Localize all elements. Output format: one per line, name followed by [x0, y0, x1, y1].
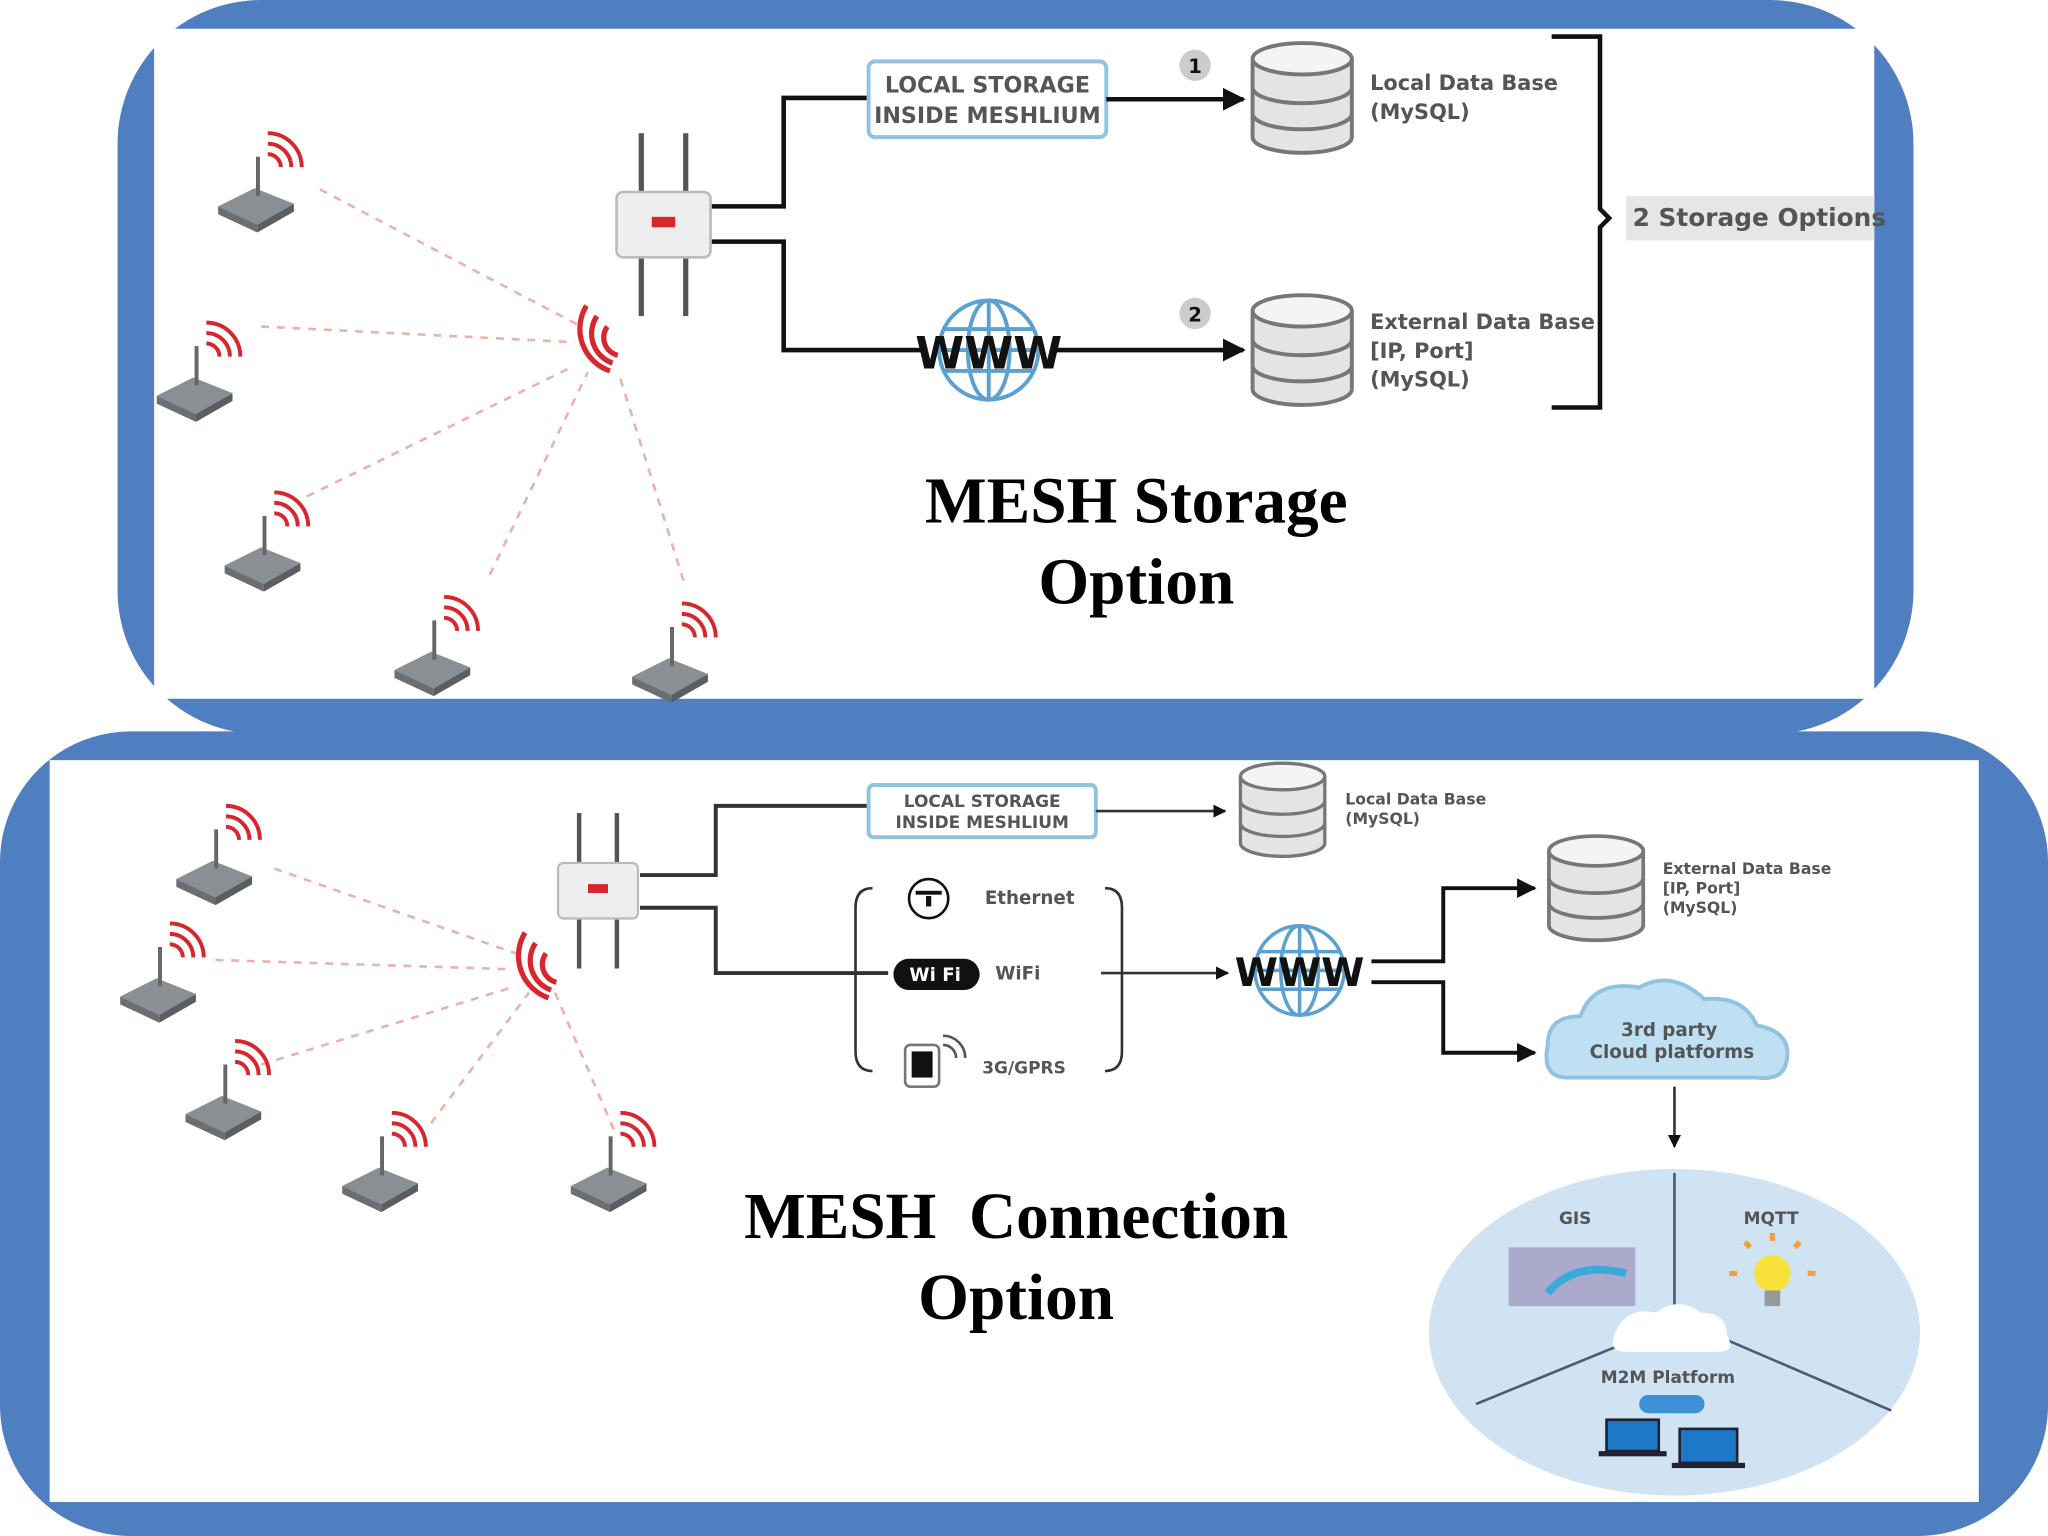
external-db-label: External Data Base [1370, 310, 1595, 334]
sensor-links [261, 188, 687, 589]
storage-options-label: 2 Storage Options [1633, 203, 1886, 232]
local-db-label: (MySQL) [1345, 809, 1420, 828]
svg-text:Wi Fi: Wi Fi [909, 965, 961, 986]
database-icon [1250, 293, 1354, 407]
external-db-label: [IP, Port] [1370, 339, 1473, 363]
option-badge [1179, 49, 1211, 81]
lightbulb-icon [1729, 1232, 1816, 1307]
local-storage-label: LOCAL STORAGE [904, 792, 1061, 812]
panel-title: Option [918, 1262, 1114, 1334]
database-icon [1238, 761, 1327, 859]
panel-title: MESH Storage [925, 465, 1348, 537]
local-storage-label: INSIDE MESHLIUM [896, 813, 1069, 833]
brace [1551, 34, 1613, 410]
external-db-label: External Data Base [1663, 859, 1832, 878]
connection-ethernet-label: Ethernet [985, 888, 1075, 909]
option-badge-number: 2 [1188, 303, 1202, 326]
database-icon [1250, 41, 1354, 155]
local-db-label: (MySQL) [1370, 100, 1470, 124]
top-panel: LOCAL STORAGE INSIDE MESHLIUM 1 Local Da… [117, 0, 1914, 735]
platform-circle [1428, 1168, 1920, 1496]
connection-wifi-label: WiFi [995, 964, 1040, 985]
local-storage-label: LOCAL STORAGE [885, 73, 1090, 99]
local-db-label: Local Data Base [1370, 71, 1558, 95]
laptops-icon [1598, 1394, 1745, 1469]
connection-3g-label: 3G/GPRS [982, 1059, 1066, 1079]
m2m-platform-label: M2M Platform [1601, 1368, 1735, 1388]
gis-label: GIS [1559, 1209, 1591, 1229]
wifi-logo-icon: Wi Fi [893, 958, 980, 991]
external-db-label: (MySQL) [1370, 368, 1470, 392]
panel-title: MESH Connection [744, 1181, 1288, 1253]
bracket [1104, 886, 1124, 1073]
cloud-label: Cloud platforms [1590, 1042, 1754, 1063]
panel-title: Option [1038, 546, 1234, 618]
www-label: WWW [915, 328, 1062, 379]
mqtt-label: MQTT [1744, 1209, 1799, 1229]
cloud-label: 3rd party [1621, 1020, 1717, 1041]
cloud-platform-icon [1544, 978, 1790, 1081]
ethernet-icon [907, 877, 950, 920]
local-storage-label: INSIDE MESHLIUM [874, 103, 1101, 129]
www-label: WWW [1235, 951, 1365, 996]
database-icon [1547, 834, 1646, 943]
bottom-panel: LOCAL STORAGE INSIDE MESHLIUM Local Data… [0, 731, 2048, 1536]
local-db-label: Local Data Base [1345, 790, 1486, 809]
bracket [854, 886, 873, 1073]
external-db-label: (MySQL) [1663, 898, 1738, 917]
mobile-phone-icon [903, 1034, 967, 1088]
option-badge [1179, 297, 1211, 330]
external-db-label: [IP, Port] [1663, 878, 1741, 897]
option-badge-number: 1 [1188, 55, 1202, 78]
